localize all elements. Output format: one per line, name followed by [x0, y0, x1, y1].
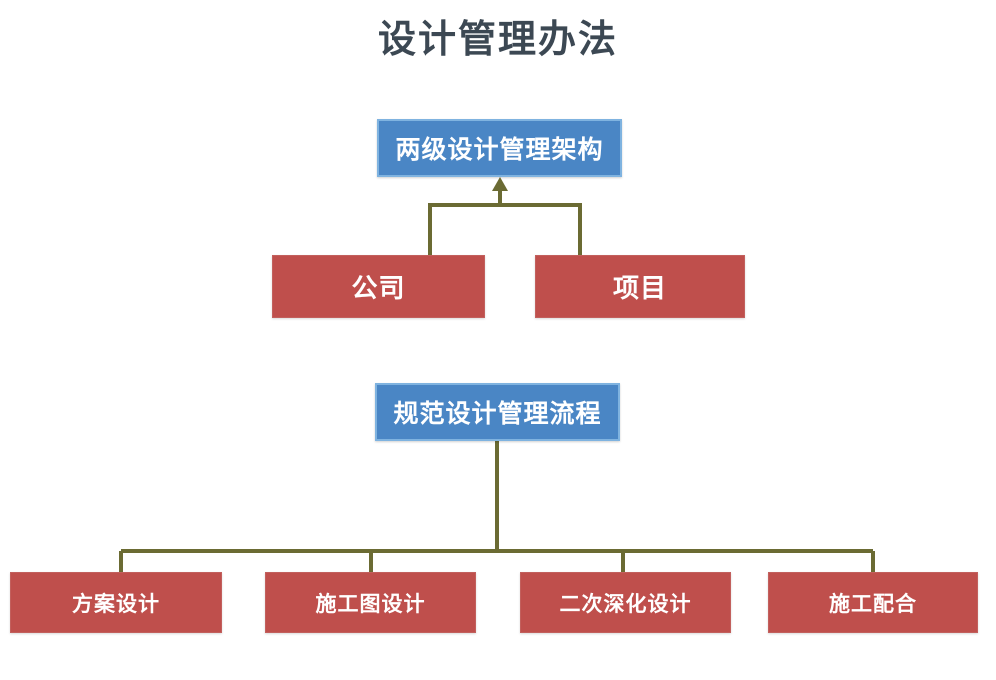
node-label: 两级设计管理架构: [395, 136, 604, 164]
node-label: 二次深化设计: [559, 592, 692, 616]
node-construction-coordination[interactable]: 施工配合: [768, 572, 978, 633]
node-label: 公司: [351, 273, 406, 303]
node-construction-drawing-design[interactable]: 施工图设计: [265, 572, 476, 633]
node-label: 施工图设计: [315, 592, 426, 616]
node-secondary-detail-design[interactable]: 二次深化设计: [520, 572, 731, 633]
node-label: 方案设计: [72, 592, 160, 616]
node-two-level-structure[interactable]: 两级设计管理架构: [377, 119, 622, 177]
node-label: 规范设计管理流程: [393, 400, 602, 428]
arrow-head-up-icon: [492, 177, 508, 191]
node-label: 项目: [612, 273, 667, 303]
node-project[interactable]: 项目: [535, 255, 745, 318]
node-company[interactable]: 公司: [272, 255, 485, 318]
node-label: 施工配合: [829, 592, 917, 616]
node-standard-process[interactable]: 规范设计管理流程: [375, 383, 620, 441]
page-title: 设计管理办法: [377, 19, 618, 61]
node-scheme-design[interactable]: 方案设计: [10, 572, 222, 633]
